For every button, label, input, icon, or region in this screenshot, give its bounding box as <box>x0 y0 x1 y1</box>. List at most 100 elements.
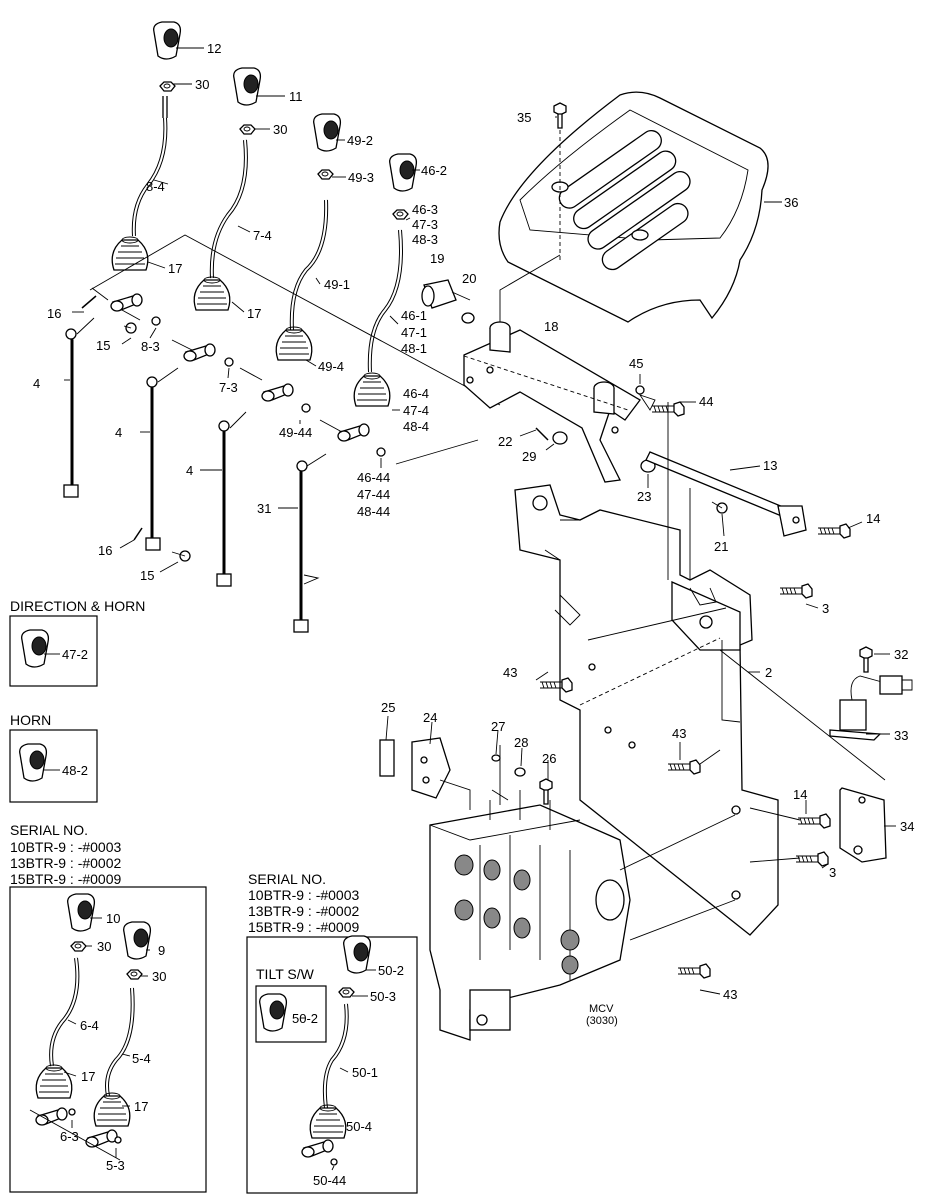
label-5-3: 5-3 <box>106 1158 125 1173</box>
serial-left-title: SERIAL NO. <box>10 822 88 838</box>
label-6-4: 6-4 <box>80 1018 99 1033</box>
nut-30-icon <box>239 124 256 135</box>
lever-50-assembly <box>301 935 372 1166</box>
label-4: 4 <box>186 463 193 478</box>
part-labels: 12 30 11 30 49-2 49-3 46-2 46-3 47-3 48-… <box>33 41 914 1188</box>
washer-50-3-icon <box>338 987 355 998</box>
label-14: 14 <box>793 787 807 802</box>
label-48-4: 48-4 <box>403 419 429 434</box>
serial-mid-line2: 13BTR-9 : -#0002 <box>248 903 359 919</box>
label-9: 9 <box>158 943 165 958</box>
pivot-7-icon <box>183 343 216 362</box>
label-6-3: 6-3 <box>60 1129 79 1144</box>
label-17: 17 <box>168 261 182 276</box>
label-18: 18 <box>544 319 558 334</box>
boot-17-icon <box>111 236 149 271</box>
knob-49-2-icon <box>313 113 342 152</box>
label-48-1: 48-1 <box>401 341 427 356</box>
bracket-34 <box>839 787 887 863</box>
label-46-44: 46-44 <box>357 470 390 485</box>
nut-30-icon <box>70 941 87 952</box>
label-10: 10 <box>106 911 120 926</box>
label-23: 23 <box>637 489 651 504</box>
label-47-3: 47-3 <box>412 217 438 232</box>
label-50-2: 50-2 <box>378 963 404 978</box>
label-32: 32 <box>894 647 908 662</box>
bolt-14-icon <box>797 813 831 829</box>
label-29: 29 <box>522 449 536 464</box>
knob-9-icon <box>123 921 152 960</box>
link-rods <box>63 317 327 633</box>
label-44: 44 <box>699 394 713 409</box>
bolt-3-icon <box>795 851 829 867</box>
label-8-3: 8-3 <box>141 339 160 354</box>
label-50-1: 50-1 <box>352 1065 378 1080</box>
label-14: 14 <box>866 511 880 526</box>
boot-49-4-icon <box>275 326 313 361</box>
plate-2 <box>514 484 779 936</box>
label-8-4: 8-4 <box>146 179 165 194</box>
pin-49-44-icon <box>301 403 311 413</box>
direction-horn-title: DIRECTION & HORN <box>10 598 145 614</box>
label-17: 17 <box>134 1099 148 1114</box>
direction-horn-box <box>9 615 98 687</box>
label-47-44: 47-44 <box>357 487 390 502</box>
label-49-44: 49-44 <box>279 425 312 440</box>
boot-17-icon <box>35 1064 73 1099</box>
nut-46-3-icon <box>392 209 409 220</box>
serial-mid-title: SERIAL NO. <box>248 871 326 887</box>
serial-mid-line1: 10BTR-9 : -#0003 <box>248 887 359 903</box>
label-48-3: 48-3 <box>412 232 438 247</box>
label-30: 30 <box>195 77 209 92</box>
pivot-8-icon <box>110 293 143 312</box>
label-19: 19 <box>430 251 444 266</box>
bolt-35-icon <box>553 102 567 129</box>
label-30: 30 <box>97 939 111 954</box>
label-22: 22 <box>498 434 512 449</box>
tilt-sw-title: TILT S/W <box>256 966 315 982</box>
washer-49-3-icon <box>317 169 334 180</box>
serial-left-line1: 10BTR-9 : -#0003 <box>10 839 121 855</box>
bolt-3-icon <box>779 583 813 599</box>
leader-lines <box>44 47 896 1171</box>
label-2: 2 <box>765 665 772 680</box>
label-7-4: 7-4 <box>253 228 272 243</box>
label-43: 43 <box>503 665 517 680</box>
label-4: 4 <box>115 425 122 440</box>
pin-8-3-icon <box>151 316 161 326</box>
label-27: 27 <box>491 719 505 734</box>
label-36: 36 <box>784 195 798 210</box>
label-5-4: 5-4 <box>132 1051 151 1066</box>
label-45: 45 <box>629 356 643 371</box>
serial-left-line3: 15BTR-9 : -#0009 <box>10 871 121 887</box>
bushing-29-icon <box>552 431 568 445</box>
pins <box>81 295 191 562</box>
pivot-49-icon <box>261 383 294 402</box>
knob-10-icon <box>67 893 96 932</box>
lever-46-assembly <box>337 153 418 457</box>
label-3: 3 <box>822 601 829 616</box>
boot-46-4-icon <box>353 372 391 407</box>
label-12: 12 <box>207 41 221 56</box>
lever-5-assembly <box>85 921 152 1148</box>
shaft-line <box>89 234 501 406</box>
mcv-valve <box>429 790 631 1041</box>
cover-36 <box>498 91 769 323</box>
lever-6-assembly <box>35 893 96 1126</box>
sensor-33 <box>829 675 913 741</box>
label-30: 30 <box>152 969 166 984</box>
label-21: 21 <box>714 539 728 554</box>
inset-titles: DIRECTION & HORN HORN SERIAL NO. 10BTR-9… <box>10 598 359 982</box>
pin-46-44-icon <box>376 447 386 457</box>
serial-left-box <box>9 886 207 1193</box>
label-25: 25 <box>381 700 395 715</box>
knob-47-2-icon <box>21 629 50 668</box>
knob-50-2-icon <box>259 993 288 1032</box>
nut-30-icon <box>159 81 176 92</box>
knob-48-2-icon <box>19 743 48 782</box>
shaft-13 <box>645 451 807 537</box>
lever-8-assembly <box>110 21 182 326</box>
switch-19 <box>421 279 471 309</box>
label-47-2: 47-2 <box>62 647 88 662</box>
label-35: 35 <box>517 110 531 125</box>
